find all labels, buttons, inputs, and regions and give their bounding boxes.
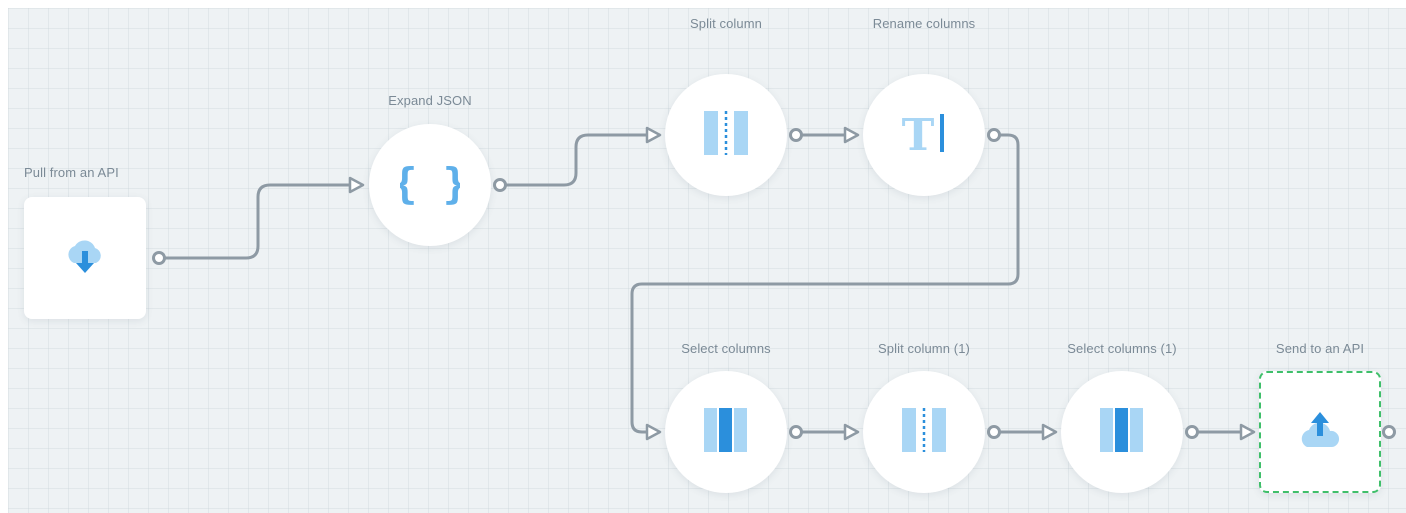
node-select-columns-1[interactable]: [1061, 371, 1183, 493]
output-port-split[interactable]: [789, 128, 803, 142]
node-rename-columns[interactable]: T: [863, 74, 985, 196]
input-port-select1: [1041, 423, 1058, 441]
wire-rename-to-select: [630, 133, 1020, 434]
node-label-expand: Expand JSON: [388, 93, 472, 108]
output-port-split1[interactable]: [987, 425, 1001, 439]
output-port-pull[interactable]: [152, 251, 166, 265]
output-port-rename[interactable]: [987, 128, 1001, 142]
output-port-expand[interactable]: [493, 178, 507, 192]
node-label-select: Select columns: [681, 341, 771, 356]
node-send-to-api[interactable]: [1259, 371, 1381, 493]
input-port-send: [1239, 423, 1256, 441]
split-column-icon: [899, 405, 949, 460]
node-label-split: Split column: [689, 16, 763, 31]
node-pull-from-api[interactable]: [24, 197, 146, 319]
node-label-rename: Rename columns: [872, 16, 976, 31]
select-columns-icon: [1097, 405, 1147, 460]
cloud-download-icon: [62, 235, 108, 282]
text-cursor-icon: T: [896, 108, 952, 163]
split-column-icon: [701, 108, 751, 163]
node-expand-json[interactable]: { }: [369, 124, 491, 246]
node-split-column-1[interactable]: [863, 371, 985, 493]
input-port-rename: [843, 126, 860, 144]
connection-wires: [155, 126, 1256, 441]
wire-expand-to-split: [500, 133, 648, 187]
braces-icon: { }: [392, 158, 468, 213]
input-port-expand: [348, 176, 365, 194]
node-label-select1: Select columns (1): [1067, 341, 1177, 356]
cloud-upload-icon: [1297, 407, 1343, 458]
pipeline-canvas[interactable]: Pull from an API Expand JSON Split colum…: [8, 8, 1406, 513]
input-port-split1: [843, 423, 860, 441]
output-port-send[interactable]: [1382, 425, 1396, 439]
node-label-send: Send to an API: [1275, 341, 1365, 356]
output-port-select1[interactable]: [1185, 425, 1199, 439]
wire-pull-to-expand: [155, 183, 351, 260]
node-label-split1: Split column (1): [878, 341, 970, 356]
output-port-select[interactable]: [789, 425, 803, 439]
node-label-pull: Pull from an API: [24, 165, 119, 180]
input-port-select: [645, 423, 662, 441]
input-port-split: [645, 126, 662, 144]
node-select-columns[interactable]: [665, 371, 787, 493]
svg-text:{ }: { }: [400, 159, 460, 208]
svg-text:T: T: [902, 110, 935, 158]
node-split-column[interactable]: [665, 74, 787, 196]
select-columns-icon: [701, 405, 751, 460]
